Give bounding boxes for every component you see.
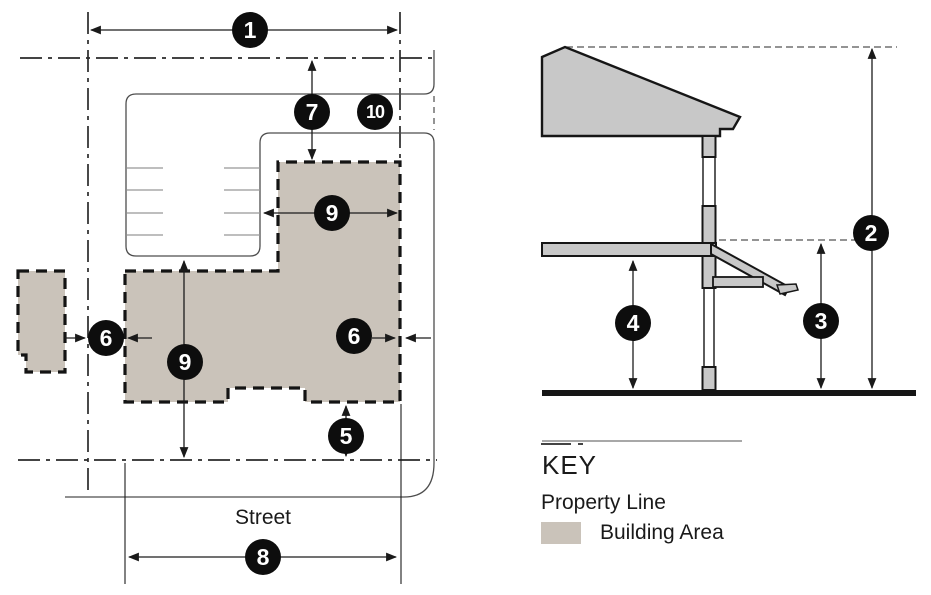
- neighbor-building-area: [16, 269, 67, 374]
- key-label-property-line: Property Line: [541, 491, 666, 514]
- callout-2: 2: [853, 215, 889, 251]
- window-opening: [702, 157, 716, 206]
- key-row-property-line: Property Line: [541, 443, 771, 515]
- parking-stripes: [127, 167, 260, 236]
- callout-3: 3: [803, 303, 839, 339]
- key-title: KEY: [542, 450, 598, 480]
- building-area-swatch-icon: [541, 522, 581, 544]
- key-legend: KEY Property Line Building Area: [541, 440, 771, 551]
- callout-7: 7: [294, 94, 330, 130]
- roof-section: [540, 45, 742, 138]
- callout-1: 1: [232, 12, 268, 48]
- callout-4: 4: [615, 305, 651, 341]
- callout-5: 5: [328, 418, 364, 454]
- property-line-symbol-icon: [541, 443, 583, 445]
- callout-9-horizontal: 9: [314, 195, 350, 231]
- key-divider: [542, 440, 742, 442]
- callout-10: 10: [357, 94, 393, 130]
- main-building-area: [123, 160, 402, 404]
- porch-beam: [712, 276, 764, 288]
- porch-post: [703, 288, 715, 367]
- key-label-building-area: Building Area: [600, 521, 724, 544]
- street-label: Street: [234, 506, 292, 529]
- setback-envelope-and-curb-line: [65, 50, 435, 498]
- porch-roof-slope: [710, 242, 791, 297]
- building-section: [540, 45, 916, 396]
- floor-slab: [541, 242, 717, 257]
- callout-6-right: 6: [336, 318, 372, 354]
- callout-8: 8: [245, 539, 281, 575]
- key-row-building-area: Building Area: [541, 521, 771, 545]
- wall-upper: [701, 135, 717, 158]
- callout-9-vertical: 9: [167, 344, 203, 380]
- porch-gutter-tip: [775, 283, 799, 295]
- porch-pier: [701, 366, 717, 391]
- callout-6-left: 6: [88, 320, 124, 356]
- ground-line: [542, 390, 916, 396]
